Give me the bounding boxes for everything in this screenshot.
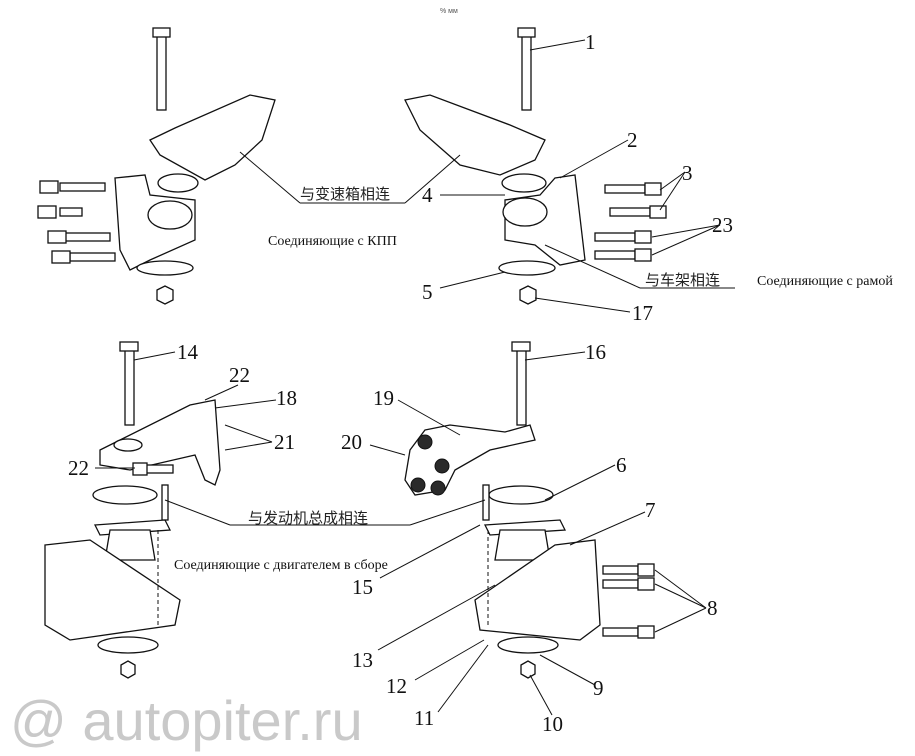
callout: 16 bbox=[585, 340, 606, 364]
caption-frame-cn: 与车架相连 bbox=[645, 271, 720, 289]
callout: 8 bbox=[707, 596, 718, 620]
callout: 7 bbox=[645, 498, 656, 522]
callout: 12 bbox=[386, 674, 407, 698]
callout-numbers: 1 2 3 23 4 5 17 14 22 18 21 22 16 19 20 … bbox=[68, 30, 733, 736]
engine-mount-left bbox=[44, 341, 221, 679]
callout: 14 bbox=[177, 340, 199, 364]
callout: 23 bbox=[712, 213, 733, 237]
callout: 9 bbox=[593, 676, 604, 700]
callout: 4 bbox=[422, 183, 433, 207]
frame-mount-right bbox=[404, 27, 667, 305]
gearbox-mount-left bbox=[37, 27, 276, 305]
callout: 3 bbox=[682, 161, 693, 185]
callout: 22 bbox=[68, 456, 89, 480]
callout: 1 bbox=[585, 30, 596, 54]
callout: 20 bbox=[341, 430, 362, 454]
caption-engine-ru: Соединяющие с двигателем в сборе bbox=[174, 558, 388, 573]
caption-gearbox-ru: Соединяющие с КПП bbox=[268, 234, 397, 249]
callout: 2 bbox=[627, 128, 638, 152]
engine-mount-right bbox=[404, 341, 655, 679]
callout: 15 bbox=[352, 575, 373, 599]
callout: 18 bbox=[276, 386, 297, 410]
watermark: @ autopiter.ru bbox=[10, 689, 363, 752]
callout: 11 bbox=[414, 706, 434, 730]
callout: 21 bbox=[274, 430, 295, 454]
leader-lines bbox=[95, 39, 735, 716]
caption-gearbox-cn: 与变速箱相连 bbox=[300, 185, 390, 203]
callout: 6 bbox=[616, 453, 627, 477]
callout: 13 bbox=[352, 648, 373, 672]
caption-frame-ru: Соединяющие с рамой bbox=[757, 274, 893, 289]
callout: 17 bbox=[632, 301, 653, 325]
callout: 22 bbox=[229, 363, 250, 387]
caption-engine-cn: 与发动机总成相连 bbox=[248, 509, 368, 527]
callout: 10 bbox=[542, 712, 563, 736]
callout: 19 bbox=[373, 386, 394, 410]
top-mark: % мм bbox=[440, 8, 458, 15]
callout: 5 bbox=[422, 280, 433, 304]
